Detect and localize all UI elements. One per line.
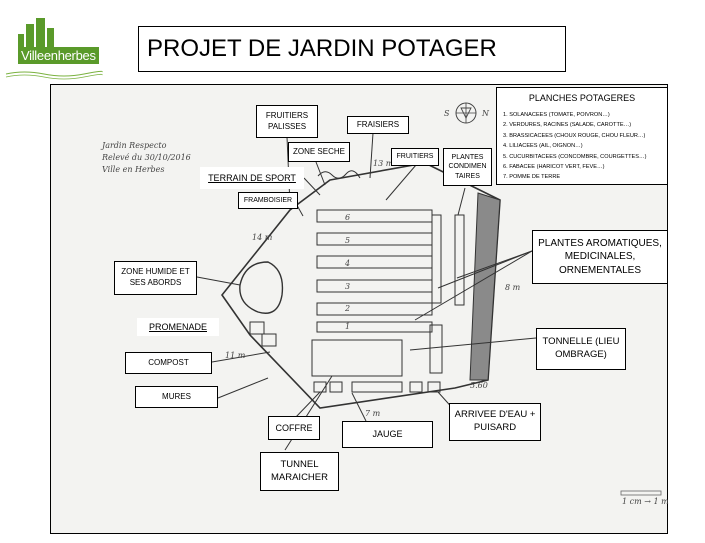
dimension-label: 11 m [225, 351, 246, 360]
label-framboisier: FRAMBOISIER [238, 192, 298, 209]
label-mures: MURES [135, 386, 218, 408]
dimension-label: 14 m [252, 233, 273, 242]
bed-number-3: 3 [345, 282, 351, 291]
label-plantes-condimentaires: PLANTES CONDIMEN TAIRES [443, 148, 492, 186]
legend-item: 3. BRASSICACEES (CHOUX ROUGE, CHOU FLEUR… [503, 132, 646, 139]
logo-text: Villeenherbes [18, 47, 99, 64]
dimension-label: 5.60 [470, 381, 488, 390]
label-jauge: JAUGE [342, 421, 433, 448]
dimension-label: 7 m [365, 409, 381, 418]
bed-number-6: 6 [345, 213, 351, 222]
label-promenade: PROMENADE [137, 318, 219, 336]
label-compost: COMPOST [125, 352, 212, 374]
legend-item: 2. VERDURES, RACINES (SALADE, CAROTTE…) [503, 122, 632, 129]
label-coffre: COFFRE [268, 416, 320, 440]
label-tonnelle: TONNELLE (LIEU OMBRAGE) [536, 328, 626, 370]
compass-north: N [482, 109, 489, 118]
bed-number-4: 4 [345, 259, 351, 268]
label-arrivee-eau: ARRIVEE D'EAU + PUISARD [449, 403, 541, 441]
label-terrain-de-sport: TERRAIN DE SPORT [200, 167, 304, 189]
dimension-label: 13 m [373, 159, 394, 168]
legend-item: 4. LILIACEES (AIL, OIGNON…) [503, 143, 583, 150]
logo [5, 18, 103, 80]
label-fruitiers-palisses: FRUITIERS PALISSES [256, 105, 318, 138]
legend-title: PLANCHES POTAGERES [528, 93, 636, 103]
compass-south: S [444, 109, 450, 118]
scale-note: 1 cm → 1 m [622, 497, 669, 506]
label-zone-seche: ZONE SECHE [288, 142, 350, 162]
label-plantes-aromatiques: PLANTES AROMATIQUES, MEDICINALES, ORNEME… [532, 230, 668, 284]
legend-item: 1. SOLANACEES (TOMATE, POIVRON…) [503, 112, 610, 118]
legend-item: 7. POMME DE TERRE [503, 174, 561, 181]
planches-legend: PLANCHES POTAGERES 1. SOLANACEES (TOMATE… [496, 87, 668, 185]
label-zone-humide: ZONE HUMIDE ET SES ABORDS [114, 261, 197, 295]
handwritten-note: Jardin Respecto Relevé du 30/10/2016 Vil… [102, 141, 191, 174]
bed-number-1: 1 [345, 322, 351, 331]
bed-number-2: 2 [345, 304, 351, 313]
label-fraisiers: FRAISIERS [347, 116, 409, 134]
legend-item: 5. CUCURBITACEES (CONCOMBRE, COURGETTES…… [503, 153, 647, 160]
bed-number-5: 5 [345, 236, 351, 245]
label-tunnel-maraicher: TUNNEL MARAICHER [260, 452, 339, 491]
label-fruitiers: FRUITIERS [391, 148, 439, 166]
legend-item: 6. FABACEE (HARICOT VERT, FEVE…) [503, 164, 605, 171]
dimension-label: 8 m [505, 283, 521, 292]
page-title: PROJET DE JARDIN POTAGER [138, 26, 566, 72]
